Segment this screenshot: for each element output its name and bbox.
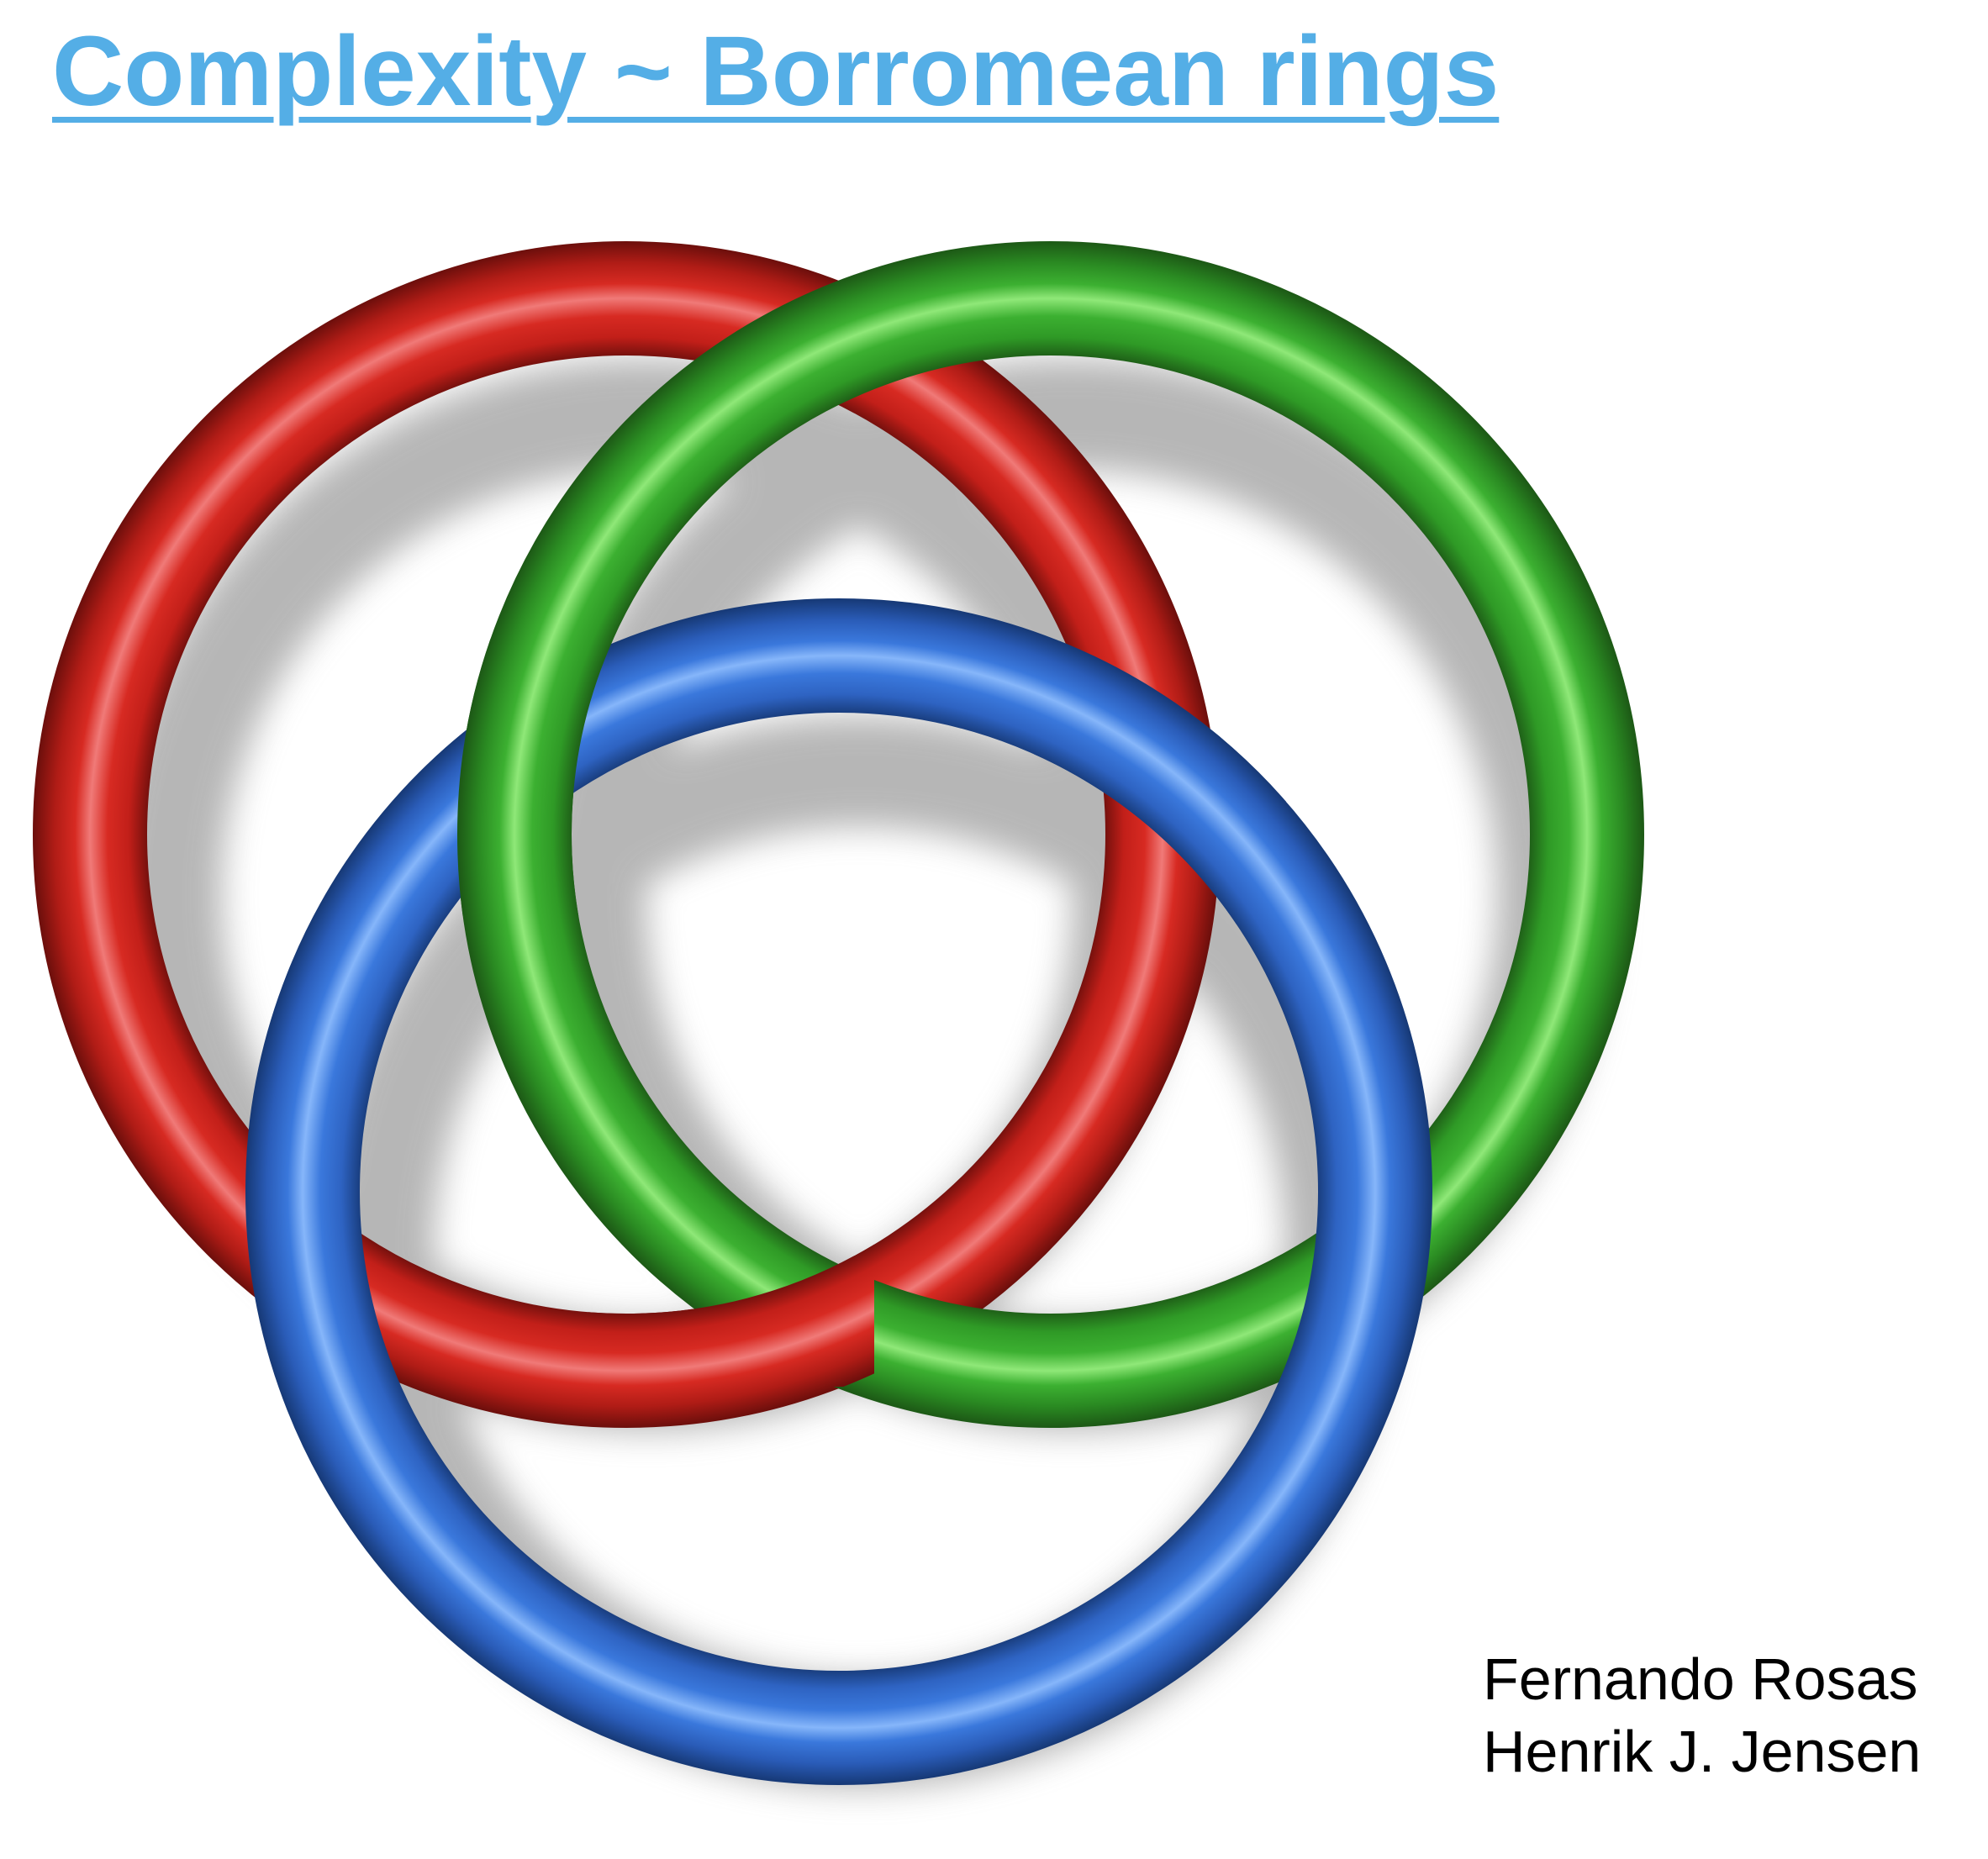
page-title: Complexity ~ Borromean rings — [52, 16, 1500, 127]
red-over-green-crossing — [588, 1244, 874, 1387]
author-name: Fernando Rosas — [1483, 1646, 1918, 1712]
blue-ring — [245, 598, 1432, 1785]
author-name: Henrik J. Jensen — [1483, 1719, 1922, 1784]
green-over-blue-crossing — [457, 639, 614, 916]
author-credits: Fernando Rosas Henrik J. Jensen — [1483, 1643, 1921, 1788]
